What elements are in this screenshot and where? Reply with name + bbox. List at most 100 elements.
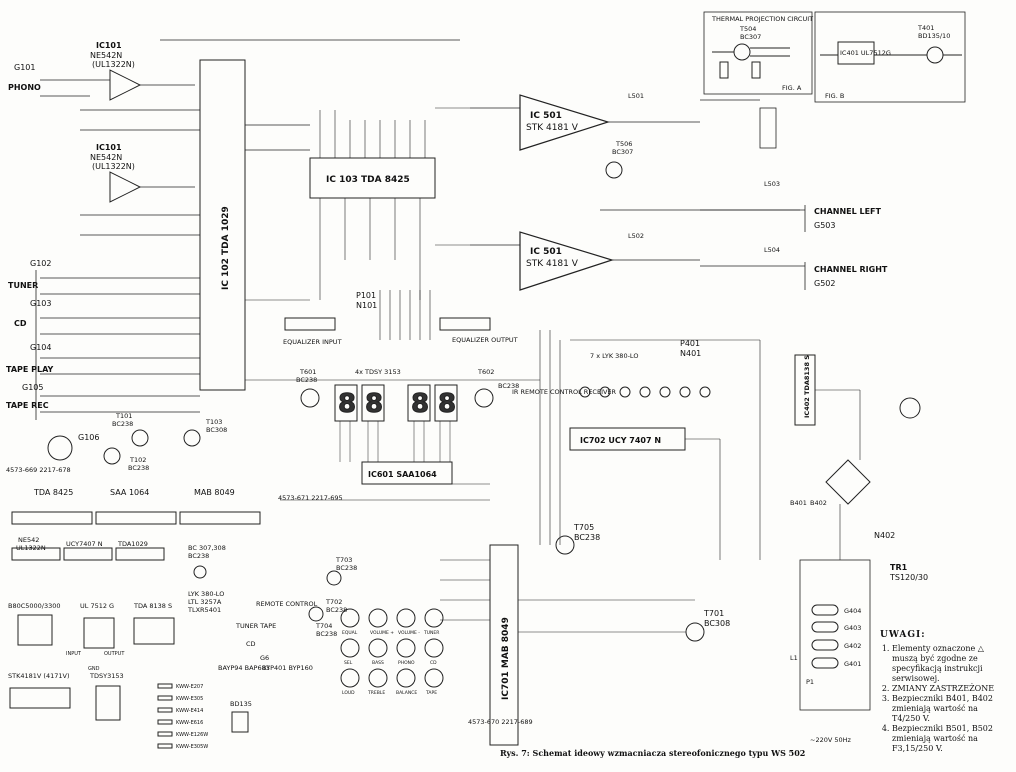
t401-label: T401 bbox=[917, 24, 934, 32]
t102-label: T102 bbox=[129, 456, 146, 464]
note-item-1: Elementy oznaczone △ muszą być zgodne ze… bbox=[892, 644, 1008, 684]
equalizer-output-label: EQUALIZER OUTPUT bbox=[452, 336, 518, 344]
pin-tda1029: TDA1029 bbox=[117, 540, 148, 548]
t602-label: T602 bbox=[477, 368, 494, 376]
input-section: G101 PHONO G102 TUNER G103 CD G104 TAPE … bbox=[6, 63, 200, 461]
equalizer-input-label: EQUALIZER INPUT bbox=[283, 338, 342, 346]
l502-label: L502 bbox=[628, 232, 644, 240]
t704-label: T704 bbox=[315, 622, 332, 630]
g106-label: G106 bbox=[78, 433, 99, 442]
display-part-label: 4x TDSY 3153 bbox=[355, 368, 401, 376]
pin-tlxr: TLXR5401 bbox=[187, 606, 221, 614]
btn-loud: LOUD bbox=[342, 690, 355, 696]
t401-type: BD135/10 bbox=[918, 32, 950, 40]
svg-text:8: 8 bbox=[411, 389, 429, 419]
ic501b-type: STK 4181 Ⅴ bbox=[526, 259, 579, 269]
wire-legend-3: KWW-E414 bbox=[176, 708, 203, 714]
figure-caption: Rys. 7: Schemat ideowy wzmacniacza stere… bbox=[500, 748, 806, 758]
ic101a-type: NE542N bbox=[90, 51, 122, 60]
ic101b-type: NE542N bbox=[90, 153, 122, 162]
t506-label: T506 bbox=[615, 140, 632, 148]
remote-control-label: REMOTE CONTROL bbox=[256, 600, 318, 608]
remote-connectors: REMOTE CONTROL TUNER TAPE CD G6 T702 BC2… bbox=[235, 556, 357, 662]
g503-label: G503 bbox=[814, 221, 835, 230]
interconnect-wires bbox=[245, 107, 861, 560]
ic102-label: IC 102 TDA 1029 bbox=[221, 206, 231, 290]
phono-label: PHONO bbox=[8, 83, 41, 92]
btn-tape: TAPE bbox=[425, 690, 437, 696]
pin-ucy7407n: UCY7407 N bbox=[66, 540, 103, 548]
ic701-label: IC701 MAB 8049 bbox=[501, 617, 511, 700]
g103-label: G103 bbox=[30, 299, 51, 308]
pin-stk: STK4181Ⅴ (4171Ⅴ) bbox=[8, 672, 69, 680]
b401-label: B401 bbox=[790, 499, 807, 507]
g401-label: G401 bbox=[844, 660, 861, 668]
tuner-label: TUNER bbox=[8, 281, 38, 290]
notes-panel: UWAGI: Elementy oznaczone △ muszą być zg… bbox=[880, 630, 1008, 754]
n401-label: N401 bbox=[680, 349, 701, 358]
pin-input: INPUT bbox=[66, 651, 82, 657]
btn-balance: BALANCE bbox=[396, 690, 417, 696]
cd-label: CD bbox=[14, 319, 27, 328]
btn-tuner: TUNER bbox=[423, 630, 439, 636]
ic102-selector: IC 102 TDA 1029 bbox=[160, 39, 460, 391]
svg-text:8: 8 bbox=[338, 389, 356, 419]
fig-b-label: FIG. B bbox=[825, 92, 844, 100]
pin-tda8425: TDA 8425 bbox=[33, 488, 73, 497]
ic103-label: IC 103 TDA 8425 bbox=[326, 175, 410, 185]
t506-type: BC307 bbox=[612, 148, 633, 156]
t701-label: T701 bbox=[703, 609, 724, 618]
equalizer-connectors: P101 N101 EQUALIZER INPUT EQUALIZER OUTP… bbox=[283, 290, 518, 346]
g104-label: G104 bbox=[30, 343, 51, 352]
ic101a-alt: (UL1322N) bbox=[92, 60, 135, 69]
pinout-reference: TDA 8425 SAA 1064 MAB 8049 NE542 UL1322N… bbox=[8, 488, 313, 733]
ic401-label: IC401 UL7512G bbox=[840, 49, 891, 57]
doc-num-3: 4573-670 2217-689 bbox=[468, 718, 533, 726]
t702-type: BC238 bbox=[326, 606, 347, 614]
tr1-label: TR1 bbox=[890, 563, 908, 572]
t602-type: BC238 bbox=[498, 382, 519, 390]
ic402-label: IC402 TDA8138 S bbox=[803, 355, 811, 418]
g6-label: G6 bbox=[260, 654, 269, 662]
t103-type: BC308 bbox=[206, 426, 227, 434]
tape-play-label: TAPE PLAY bbox=[6, 365, 54, 374]
btn-equal: EQUAL bbox=[342, 630, 358, 636]
btn-volume-up: VOLUME + bbox=[370, 630, 394, 636]
pin-bayp: BAYP94 BAP683 bbox=[218, 664, 270, 672]
ic101a-label: IC101 bbox=[96, 41, 122, 50]
remote-receiver-label: IR REMOTE CONTROL RECEIVER bbox=[512, 388, 617, 396]
tape-rec-label: TAPE REC bbox=[6, 401, 49, 410]
ic101b-alt: (UL1322N) bbox=[92, 162, 135, 171]
t701-type: BC308 bbox=[704, 619, 730, 628]
p101-label: P101 bbox=[356, 291, 376, 300]
l504-label: L504 bbox=[764, 246, 780, 254]
doc-num-1: 4573-669 2217-678 bbox=[6, 466, 71, 474]
cd-connector-label: CD bbox=[246, 640, 256, 648]
notes-list: Elementy oznaczone △ muszą być zgodne ze… bbox=[880, 644, 1008, 754]
ic702-label: IC702 UCY 7407 N bbox=[580, 436, 661, 445]
channel-right-label: CHANNEL RIGHT bbox=[814, 265, 888, 274]
doc-num-2: 4573-671 2217-695 bbox=[278, 494, 343, 502]
l1-label: L1 bbox=[790, 654, 798, 662]
l503-label: L503 bbox=[764, 180, 780, 188]
ic101-preamp: IC101 NE542N (UL1322N) IC101 NE542N (UL1… bbox=[80, 41, 200, 236]
wire-legend-1: KWW-E207 bbox=[176, 684, 203, 690]
display-section: T601 BC238 4x TDSY 3153 8 8 8 8 T602 BC2… bbox=[278, 368, 617, 502]
t102-type: BC238 bbox=[128, 464, 149, 472]
led-indicator-section: 7 x LYK 380-LO P401 N401 IC702 UCY 7407 … bbox=[569, 339, 711, 451]
t703-type: BC238 bbox=[336, 564, 357, 572]
tape-rec-transistors: T101 BC238 T102 BC238 T103 BC308 4573-66… bbox=[6, 412, 227, 474]
pin-byp: BYP401 BYP160 bbox=[262, 664, 313, 672]
thermal-protection-box: THERMAL PROJECTION CIRCUIT T504 BC307 FI… bbox=[703, 11, 813, 95]
b402-label: B402 bbox=[810, 499, 827, 507]
t101-type: BC238 bbox=[112, 420, 133, 428]
t101-label: T101 bbox=[115, 412, 132, 420]
svg-text:8: 8 bbox=[438, 389, 456, 419]
g105-label: G105 bbox=[22, 383, 43, 392]
pin-bc238: BC238 bbox=[188, 552, 209, 560]
n402-label: N402 bbox=[874, 531, 895, 540]
p1-label: P1 bbox=[806, 678, 814, 686]
thermal-title: THERMAL PROJECTION CIRCUIT bbox=[711, 15, 813, 23]
pin-mab8049: MAB 8049 bbox=[194, 488, 235, 497]
